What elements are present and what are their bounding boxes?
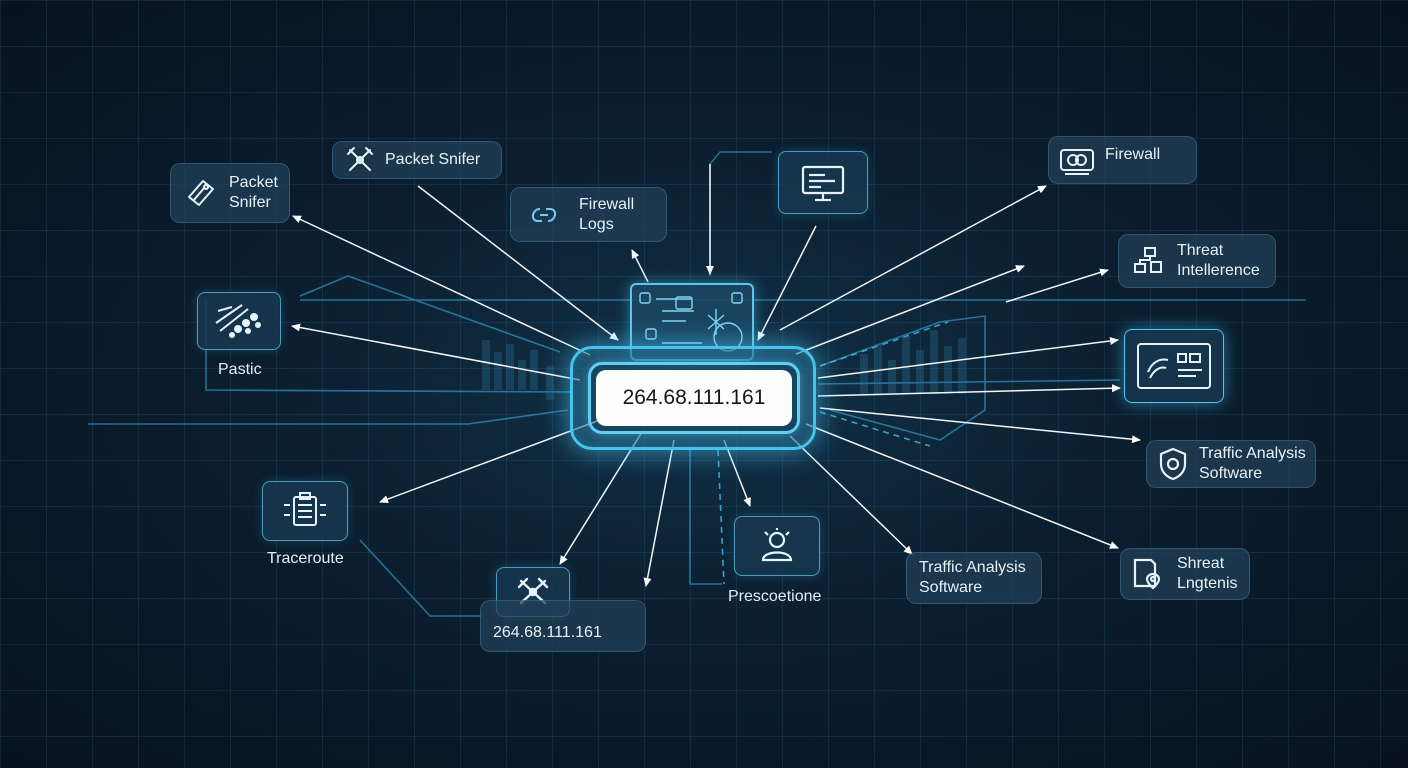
- traceroute-label: Traceroute: [267, 550, 344, 567]
- server-rack-icon: [280, 491, 330, 531]
- firewall-device-icon: [1057, 143, 1097, 179]
- shield-icon: [1155, 444, 1191, 484]
- arrow-to-firewall: [779, 185, 1047, 331]
- arrow-to-traceroute: [379, 419, 601, 503]
- arrow-to-prescoetione: [723, 439, 751, 507]
- arrow-to-dashboard-b: [817, 384, 1121, 397]
- crossed-tools-icon: [343, 143, 377, 177]
- central-ip-label: 264.68.111.161: [622, 386, 766, 409]
- node-monitor[interactable]: [778, 151, 868, 214]
- threat-intelligence-line2: Intellerence: [1177, 262, 1260, 279]
- traffic-analysis-bottom-line2: Software: [919, 579, 983, 596]
- arrow-to-bottom-ip-a: [559, 431, 643, 565]
- traffic-analysis-right-line2: Software: [1199, 465, 1263, 482]
- node-dashboard[interactable]: [1124, 329, 1224, 403]
- network-blocks-icon: [1131, 243, 1165, 279]
- node-traceroute[interactable]: [262, 481, 348, 541]
- node-packet-sniffer-top[interactable]: Packet Snifer: [332, 141, 502, 179]
- crossed-tools-icon: [515, 575, 551, 609]
- arrow-to-traffic-analysis-right: [819, 407, 1141, 444]
- arrow-to-threat-intel-a: [795, 265, 1025, 355]
- arrow-to-firewall-logs: [631, 249, 649, 283]
- prescoetione-label: Prescoetione: [728, 588, 822, 605]
- arrow-to-dashboard-a: [817, 337, 1119, 379]
- node-firewall[interactable]: Firewall: [1048, 136, 1197, 184]
- arrow-to-threat-intel-b: [1005, 268, 1109, 303]
- central-ip-address[interactable]: 264.68.111.161: [596, 370, 792, 426]
- firewall-label: Firewall: [1105, 146, 1161, 163]
- circuit-board-icon: [639, 292, 743, 352]
- document-pin-icon: [1127, 554, 1167, 594]
- packet-sniffer-left-line1: Packet: [229, 174, 278, 191]
- arrow-from-monitor-diagonal: [757, 225, 817, 341]
- traffic-analysis-bottom-line1: Traffic Analysis: [919, 559, 1026, 576]
- threat-intelligence-line1: Threat: [1177, 242, 1224, 259]
- arrow-to-packet-sniffer-left: [292, 215, 591, 356]
- packet-sniffer-top-label: Packet Snifer: [385, 151, 481, 168]
- monitor-icon: [799, 163, 847, 203]
- central-ip-inner-frame: [588, 362, 800, 434]
- arrow-from-packet-sniffer-top: [417, 185, 619, 341]
- node-pastic[interactable]: [197, 292, 281, 350]
- user-icon: [755, 526, 799, 566]
- dashboard-icon: [1134, 340, 1214, 392]
- firewall-logs-line2: Logs: [579, 215, 614, 233]
- firewall-logs-line1: Firewall: [579, 195, 635, 213]
- arrow-to-traffic-analysis-bottom: [789, 435, 913, 555]
- traffic-analysis-right-line1: Traffic Analysis: [1199, 445, 1306, 462]
- tag-icon: [179, 171, 223, 215]
- arrow-to-pastic: [291, 323, 581, 381]
- node-prescoetione[interactable]: [734, 516, 820, 576]
- packet-sniffer-left-line2: Snifer: [229, 194, 271, 211]
- arrow-to-shreat: [805, 423, 1119, 549]
- shreat-line2: Lngtenis: [1177, 575, 1238, 592]
- node-bottom-ip[interactable]: 264.68.111.161: [480, 600, 646, 652]
- pastic-label: Pastic: [218, 361, 262, 378]
- shreat-line1: Shreat: [1177, 555, 1225, 572]
- link-icon: [527, 198, 561, 232]
- chart-dots-icon: [212, 301, 266, 341]
- bottom-ip-label: 264.68.111.161: [493, 624, 602, 641]
- arrow-to-bottom-ip-b: [643, 439, 675, 587]
